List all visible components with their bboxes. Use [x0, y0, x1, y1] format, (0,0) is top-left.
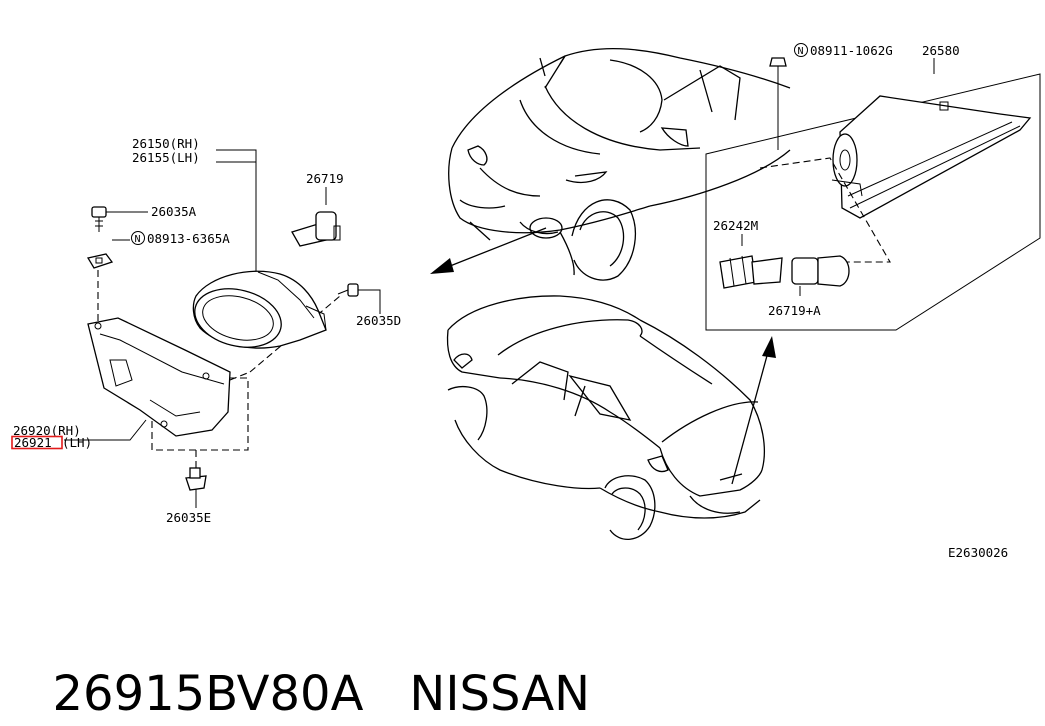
n-symbol-icon: [131, 231, 145, 245]
rear-car-illustration: [446, 295, 765, 540]
part-labels: 26150(RH) 26155(LH) 26719 26035A N 08913…: [11, 43, 1008, 560]
label-08911-1062g: 08911-1062G: [810, 43, 893, 58]
n-symbol-icon-2: [794, 43, 808, 57]
parts-diagram: 26150(RH) 26155(LH) 26719 26035A N 08913…: [11, 43, 1041, 560]
caption-brand: NISSAN: [409, 666, 591, 722]
label-26035a: 26035A: [151, 204, 197, 219]
caption-part-number: 26915BV80A: [52, 666, 364, 722]
label-26719-a: 26719+A: [768, 303, 821, 318]
label-26035d: 26035D: [356, 313, 401, 328]
label-08913-6365a: 08913-6365A: [147, 231, 230, 246]
fog-lamp-assembly: [64, 149, 381, 508]
label-26155-lh: 26155(LH): [132, 150, 200, 165]
rear-lamp-detail: [705, 57, 1041, 331]
front-car-illustration: [448, 47, 791, 281]
label-26242m: 26242M: [713, 218, 758, 233]
label-26580: 26580: [922, 43, 960, 58]
label-26920-rh: 26920(RH): [13, 423, 81, 438]
label-26035e: 26035E: [166, 510, 211, 525]
label-26921-side: (LH): [62, 435, 92, 450]
label-26921-code: 26921: [14, 435, 52, 450]
arrow-to-fog-lamp: [430, 227, 547, 274]
diagram-code: E2630026: [948, 545, 1008, 560]
n-symbol-letter: N: [135, 234, 141, 245]
label-26719: 26719: [306, 171, 344, 186]
caption: 26915BV80A NISSAN: [22, 598, 591, 722]
n-symbol-letter-2: N: [798, 46, 804, 57]
highlight-26921: [11, 435, 63, 450]
arrow-to-rear-lamp: [731, 336, 776, 485]
label-26150-rh: 26150(RH): [132, 136, 200, 151]
